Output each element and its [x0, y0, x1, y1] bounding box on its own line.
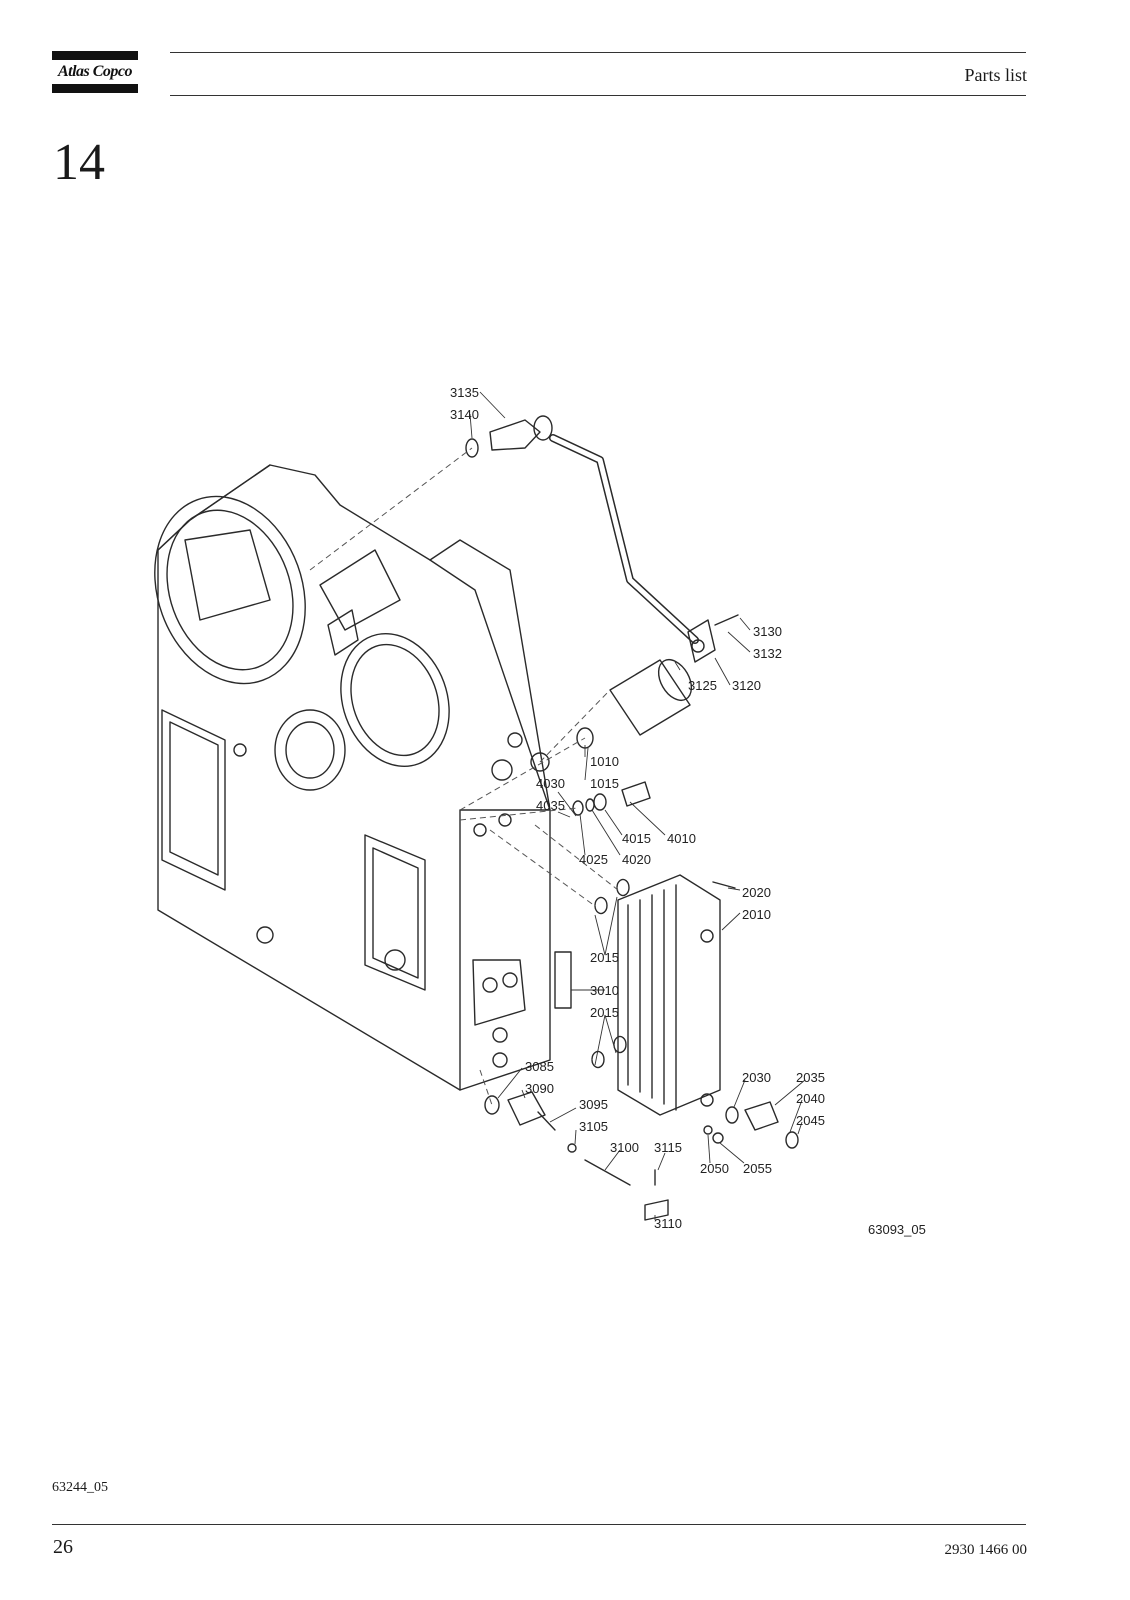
logo-bar-top: [52, 51, 138, 60]
callout-4015: 4015: [622, 831, 651, 846]
seal-ring-3140: [465, 438, 479, 458]
callout-3090: 3090: [525, 1081, 554, 1096]
callout-2035: 2035: [796, 1070, 825, 1085]
callout-3100: 3100: [610, 1140, 639, 1155]
filter-element: [609, 659, 691, 736]
callout-3135: 3135: [450, 385, 479, 400]
diagram-svg: 3135 3140 3130 3132 3125 3120 1010 1015 …: [154, 385, 926, 1237]
housing-right-shoulder: [429, 539, 551, 811]
callout-labels: 3135 3140 3130 3132 3125 3120 1010 1015 …: [450, 385, 926, 1237]
callout-2040: 2040: [796, 1091, 825, 1106]
housing-inner-edge: [459, 809, 551, 1091]
callout-3095: 3095: [579, 1097, 608, 1112]
callout-3140: 3140: [450, 407, 479, 422]
inspection-cover-center: [364, 834, 426, 991]
sight-glass: [554, 951, 572, 1009]
callout-3120: 3120: [732, 678, 761, 693]
oil-pipe-inner: [550, 435, 698, 643]
washer-2050: [703, 1125, 713, 1135]
medium-flange-outer: [340, 632, 450, 768]
elbow-fitting: [489, 419, 541, 451]
boss-outer: [274, 709, 346, 791]
drain-boss: [384, 949, 406, 971]
callout-4025: 4025: [579, 852, 608, 867]
callout-4010: 4010: [667, 831, 696, 846]
chapter-number: 14: [53, 134, 105, 191]
reference-code: 63244_05: [52, 1480, 108, 1495]
callout-3130: 3130: [753, 624, 782, 639]
flange-block: [687, 619, 716, 663]
clamp-3110: [644, 1199, 669, 1221]
large-flange-cavity: [184, 529, 271, 621]
housing-rib: [319, 549, 401, 631]
large-flange-inner: [166, 509, 294, 671]
callout-1015: 1015: [590, 776, 619, 791]
callout-1010: 1010: [590, 754, 619, 769]
plug-2045: [785, 1131, 799, 1149]
hose-3100: [584, 1159, 631, 1186]
bolt-2020: [712, 881, 736, 889]
page-title: Parts list: [964, 65, 1027, 85]
callout-2050: 2050: [700, 1161, 729, 1176]
callout-4035: 4035: [536, 798, 565, 813]
plug-2055: [712, 1132, 724, 1144]
oil-cooler: [617, 874, 721, 1116]
callout-2010: 2010: [742, 907, 771, 922]
inspection-cover-left-inner: [169, 721, 219, 876]
callout-2030: 2030: [742, 1070, 771, 1085]
large-flange-outer: [154, 495, 306, 685]
callout-2020: 2020: [742, 885, 771, 900]
medium-flange-inner: [350, 643, 440, 757]
callout-3132: 3132: [753, 646, 782, 661]
adapter-4010: [621, 781, 651, 807]
page-number: 26: [53, 1536, 73, 1558]
footer-rule: [52, 1524, 1026, 1525]
header-rule-bottom: [170, 95, 1026, 96]
callout-3010: 3010: [590, 983, 619, 998]
exploded-parts-diagram: 3135 3140 3130 3132 3125 3120 1010 1015 …: [130, 370, 960, 1270]
callout-2015-lower: 2015: [590, 1005, 619, 1020]
atlas-copco-logo: Atlas Copco: [52, 51, 138, 93]
plug-hole: [256, 926, 274, 944]
logo-bar-bottom: [52, 84, 138, 93]
seal-3105: [567, 1143, 577, 1153]
callout-2015-upper: 2015: [590, 950, 619, 965]
nipple-2030: [725, 1106, 739, 1124]
callout-2055: 2055: [743, 1161, 772, 1176]
bolt-3130: [714, 614, 739, 626]
header-rule-top: [170, 52, 1026, 53]
ball-valve-2035: [744, 1101, 779, 1131]
logo-wordmark: Atlas Copco: [57, 63, 133, 80]
elbow-nut: [533, 415, 553, 441]
triangular-plate: [327, 609, 359, 656]
callout-3110: 3110: [654, 1216, 682, 1231]
oil-pipe: [549, 434, 699, 644]
inspection-cover-left: [161, 709, 226, 891]
hose-tail-3095: [537, 1111, 556, 1131]
callout-2045: 2045: [796, 1113, 825, 1128]
callout-3105: 3105: [579, 1119, 608, 1134]
document-number: 2930 1466 00: [944, 1542, 1028, 1558]
figure-id: 63093_05: [868, 1222, 926, 1237]
callout-4020: 4020: [622, 852, 651, 867]
nipple-3085: [484, 1095, 500, 1115]
boss-inner: [285, 721, 335, 779]
callout-3085: 3085: [525, 1059, 554, 1074]
callout-3115: 3115: [654, 1140, 682, 1155]
inspection-cover-center-inner: [372, 847, 419, 979]
ball-valve-3090: [507, 1091, 546, 1126]
mounting-pad: [472, 959, 526, 1026]
callout-4030: 4030: [536, 776, 565, 791]
callout-3125: 3125: [688, 678, 717, 693]
